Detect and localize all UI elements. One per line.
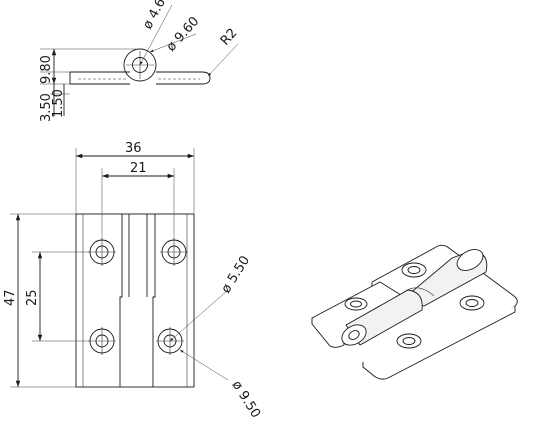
dim-leaf-thickness: 3.50 — [39, 93, 54, 122]
dim-gap: 1.50 — [51, 89, 66, 118]
leader-counterbore-diameter — [179, 349, 229, 381]
front-view: 36 21 47 25 ø 5.50 ø 9.50 — [3, 141, 263, 421]
dim-height: 47 — [3, 289, 18, 306]
hole-top-right — [160, 238, 188, 266]
front-view-knuckle — [119, 214, 156, 387]
leader-bore — [139, 4, 173, 66]
leader-outer — [149, 33, 197, 53]
hole-bottom-left — [88, 327, 116, 355]
leader-radius — [207, 43, 239, 77]
hole-bottom-right — [156, 327, 184, 355]
dim-bore-diameter: ø 4.60 — [140, 0, 173, 32]
leader-hole-diameter — [169, 289, 229, 342]
isometric-view — [311, 244, 518, 380]
dim-hole-spacing-y: 25 — [25, 289, 40, 306]
dim-counterbore-diameter: ø 9.50 — [229, 378, 263, 421]
front-view-outline — [75, 213, 195, 388]
dim-hole-diameter: ø 5.50 — [219, 253, 253, 296]
dim-outer-diameter: ø 9.60 — [164, 14, 203, 55]
top-view-right-leaf — [156, 71, 211, 85]
hole-top-left — [88, 238, 116, 266]
top-view-left-leaf — [69, 71, 130, 85]
dim-hole-spacing-x: 21 — [130, 161, 147, 176]
dim-width: 36 — [125, 141, 142, 156]
top-view: ø 4.60 ø 9.60 R2 9.80 3.50 1.50 — [39, 0, 241, 122]
top-view-knuckle-outer — [123, 48, 157, 82]
dim-height-top: 9.80 — [39, 55, 54, 84]
